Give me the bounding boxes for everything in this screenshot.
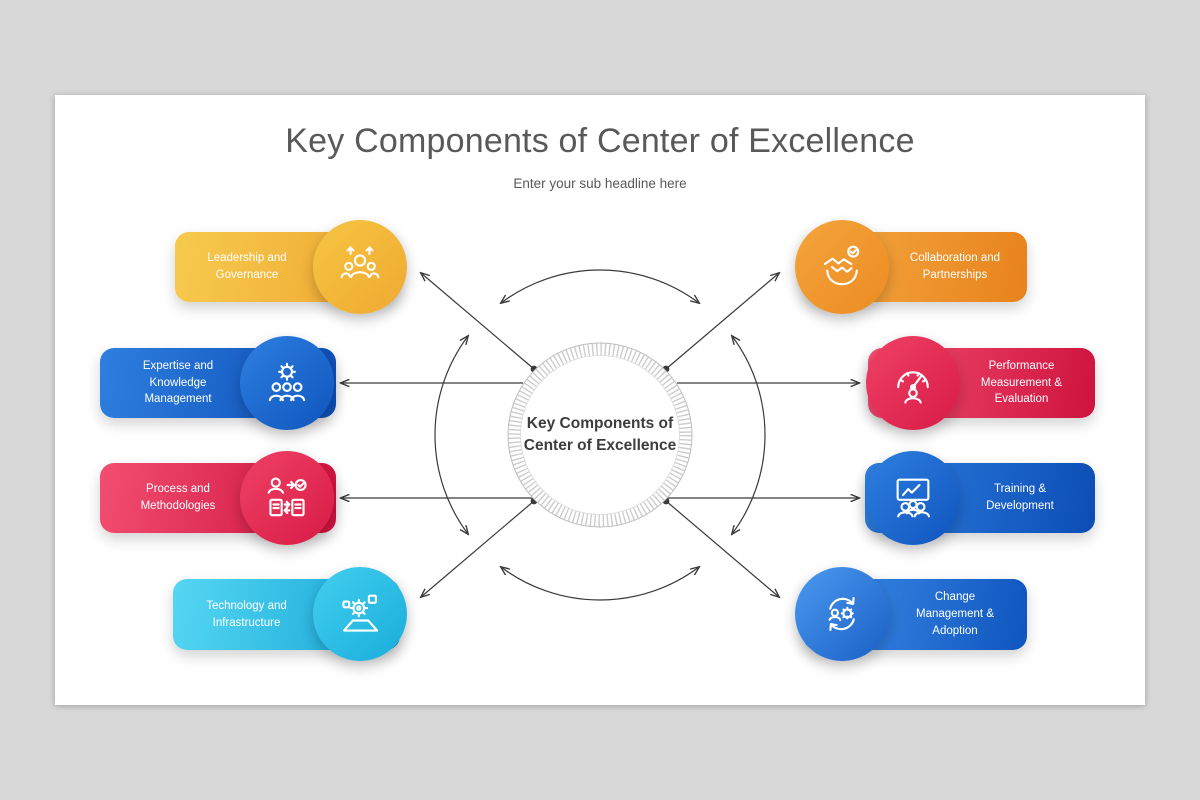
item-label: Change Management & Adoption xyxy=(916,591,994,637)
leadership-people-arrows-icon xyxy=(340,246,380,279)
page-subtitle: Enter your sub headline here xyxy=(513,176,687,191)
item-label: Leadership and Governance xyxy=(207,252,287,281)
item-connector-arrows xyxy=(341,273,859,597)
center-ring xyxy=(507,342,693,528)
cycle-arcs xyxy=(434,269,766,601)
item-badge-training xyxy=(866,451,960,545)
item-badge-expertise xyxy=(240,336,334,430)
connector-lines xyxy=(55,269,1145,601)
item-label: Collaboration and Partnerships xyxy=(909,252,1001,281)
slide-canvas: Key Components of Center of Excellence E… xyxy=(55,95,1145,705)
gears-platform-icon xyxy=(342,594,379,632)
center-circle-label: Key Components of Center of Excellence xyxy=(523,414,677,454)
gauge-person-icon xyxy=(897,371,929,404)
item-badge-change-management xyxy=(795,567,889,661)
item-badge-collaboration xyxy=(795,220,889,314)
item-label: Expertise and Knowledge Management xyxy=(142,359,214,406)
person-workflow-check-icon xyxy=(267,477,307,517)
cycle-arrows-gear-icon xyxy=(828,596,855,632)
page-title: Key Components of Center of Excellence xyxy=(285,122,915,160)
gear-people-icon xyxy=(268,362,306,402)
item-badge-leadership xyxy=(313,220,407,314)
item-badge-technology xyxy=(313,567,407,661)
item-label: Process and Methodologies xyxy=(140,483,216,512)
item-label: Training & Development xyxy=(986,483,1054,512)
item-badge-process xyxy=(240,451,334,545)
item-badge-performance xyxy=(866,336,960,430)
handshake-check-icon xyxy=(823,245,860,286)
item-label: Technology and Infrastructure xyxy=(206,599,287,629)
presentation-chart-people-icon xyxy=(896,478,931,518)
item-label: Performance Measurement & Evaluation xyxy=(980,359,1063,406)
